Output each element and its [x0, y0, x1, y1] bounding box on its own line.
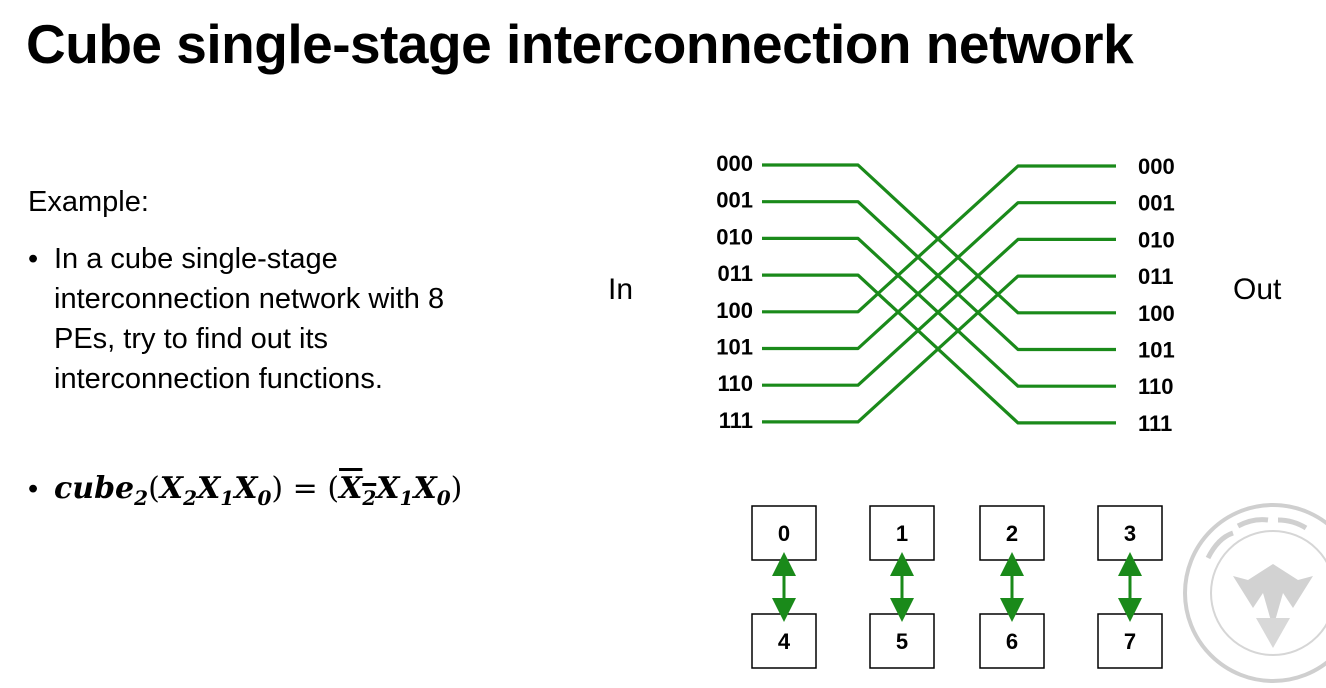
cube-formula: cube2(X2X1X0) = (X2X1X0)	[54, 469, 462, 518]
pe-box	[869, 505, 935, 561]
pe-label: 3	[1124, 521, 1136, 546]
bullet-line: PEs, try to find out its	[54, 323, 328, 355]
network-wire	[762, 164, 1116, 314]
network-wire	[762, 274, 1116, 424]
pe-label: 6	[1006, 629, 1018, 654]
formula-rparen: )	[450, 471, 463, 506]
formula-x: X	[413, 471, 437, 506]
output-label: 010	[1138, 227, 1175, 252]
formula-fn: cube	[54, 471, 135, 506]
formula-sub: 0	[436, 486, 451, 510]
pe-box	[979, 505, 1045, 561]
network-wires	[762, 163, 1116, 425]
formula-sub: 0	[257, 486, 272, 510]
input-label: 101	[716, 335, 753, 360]
network-wire	[762, 201, 1116, 351]
formula-sub: 1	[220, 486, 235, 510]
pe-box	[979, 613, 1045, 669]
pe-box	[1097, 613, 1163, 669]
exchange-pairs: 0 4 1 5 2 6 3 7	[751, 505, 1163, 669]
network-wire	[762, 237, 1116, 387]
formula-equals: =	[283, 471, 328, 506]
formula-lparen: (	[148, 471, 160, 506]
pe-label: 4	[778, 629, 791, 654]
bullet-dot: •	[28, 243, 39, 275]
node-labels: 000 001 010 011 100 101 110 111 000 001 010 011 100 1…	[716, 151, 1174, 436]
formula-sub: 2	[362, 486, 377, 510]
in-label: In	[608, 273, 634, 306]
university-seal-icon	[1183, 503, 1326, 683]
formula-rparen: )	[271, 471, 284, 506]
bullet-dot: •	[28, 473, 39, 505]
input-label: 110	[718, 371, 754, 396]
output-label: 111	[1138, 411, 1172, 436]
formula-sub: 2	[183, 486, 197, 510]
input-label: 011	[718, 261, 754, 286]
pe-box	[751, 505, 817, 561]
pe-label: 2	[1006, 521, 1018, 546]
input-label: 111	[719, 408, 753, 433]
input-label: 001	[716, 188, 753, 213]
bullet-line: interconnection network with 8	[54, 283, 445, 315]
bullet-line: In a cube single-stage	[54, 243, 338, 275]
formula-sub: 1	[399, 486, 414, 510]
pe-label: 0	[778, 521, 790, 546]
page-title: Cube single-stage interconnection networ…	[26, 13, 1134, 75]
pe-label: 5	[896, 629, 908, 654]
output-label: 101	[1138, 338, 1175, 363]
input-label: 010	[716, 224, 753, 249]
example-label: Example:	[28, 186, 149, 218]
pe-box	[869, 613, 935, 669]
formula-x: X	[197, 471, 221, 506]
formula-x: X	[159, 471, 184, 506]
pe-label: 7	[1124, 629, 1136, 654]
pe-label: 1	[896, 521, 908, 546]
formula-x: X	[234, 471, 258, 506]
output-label: 000	[1138, 154, 1175, 179]
formula-lparen: (	[327, 471, 340, 506]
bullet-line: interconnection functions.	[54, 363, 383, 395]
formula-complement: X2	[339, 471, 376, 510]
out-label: Out	[1233, 273, 1282, 306]
output-label: 110	[1138, 374, 1174, 399]
output-label: 011	[1138, 264, 1174, 289]
formula-x: X	[339, 471, 363, 506]
input-label: 000	[716, 151, 753, 176]
formula-x: X	[376, 471, 400, 506]
pe-box	[751, 613, 817, 669]
bullet-text: In a cube single-stage interconnection n…	[54, 239, 444, 399]
formula-fn-sub: 2	[134, 486, 149, 510]
output-label: 001	[1138, 191, 1175, 216]
input-label: 100	[716, 298, 753, 323]
output-label: 100	[1138, 301, 1175, 326]
